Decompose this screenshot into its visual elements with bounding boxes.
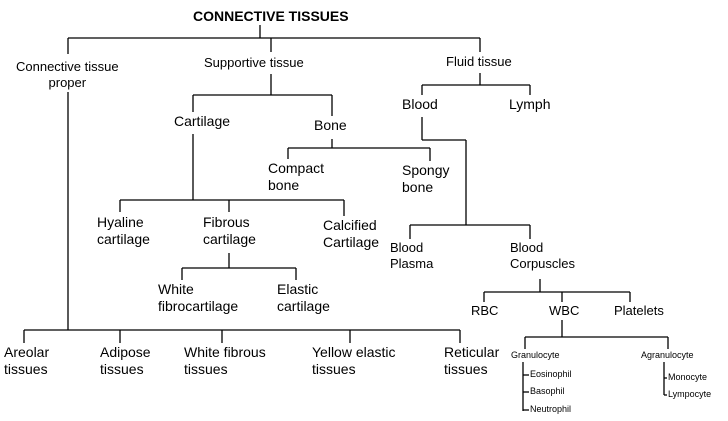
node-reticular-tissues: Reticular tissues (444, 344, 500, 377)
node-rbc: RBC (471, 303, 499, 318)
node-adipose-tissues: Adipose tissues (100, 344, 151, 377)
node-lympocyte: Lympocyte (668, 389, 712, 399)
node-elastic-cartilage: Elastic cartilage (277, 281, 330, 314)
node-connective-tissue-proper: Connective tissue proper (16, 59, 119, 90)
node-eosinophil: Eosinophil (530, 369, 572, 379)
node-yellow-elastic-tissues: Yellow elastic tissues (312, 344, 396, 377)
node-blood-corpuscles: Blood Corpuscles (510, 240, 576, 271)
node-compact-bone: Compact bone (268, 160, 325, 193)
node-white-fibrous-tissues: White fibrous tissues (184, 344, 266, 377)
node-monocyte: Monocyte (668, 372, 708, 382)
node-areolar-tissues: Areolar tissues (4, 344, 50, 377)
node-lymph: Lymph (509, 96, 551, 112)
node-agranulocyte: Agranulocyte (641, 350, 694, 360)
node-cartilage: Cartilage (174, 113, 231, 129)
diagram-title: CONNECTIVE TISSUES (193, 8, 349, 24)
node-granulocyte: Granulocyte (511, 350, 560, 360)
node-blood: Blood (402, 96, 438, 112)
node-white-fibrocartilage: White fibrocartilage (158, 281, 239, 314)
node-blood-plasma: Blood Plasma (390, 240, 434, 271)
node-basophil: Basophil (530, 386, 565, 396)
node-platelets: Platelets (614, 303, 664, 318)
node-calcified-cartilage: Calcified Cartilage (323, 217, 380, 250)
node-fibrous-cartilage: Fibrous cartilage (203, 214, 256, 247)
node-fluid-tissue: Fluid tissue (446, 54, 512, 69)
node-hyaline-cartilage: Hyaline cartilage (97, 214, 150, 247)
node-supportive-tissue: Supportive tissue (204, 55, 304, 70)
node-neutrophil: Neutrophil (530, 404, 572, 414)
node-spongy-bone: Spongy bone (402, 162, 450, 195)
node-wbc: WBC (549, 303, 580, 318)
node-bone: Bone (314, 117, 347, 133)
